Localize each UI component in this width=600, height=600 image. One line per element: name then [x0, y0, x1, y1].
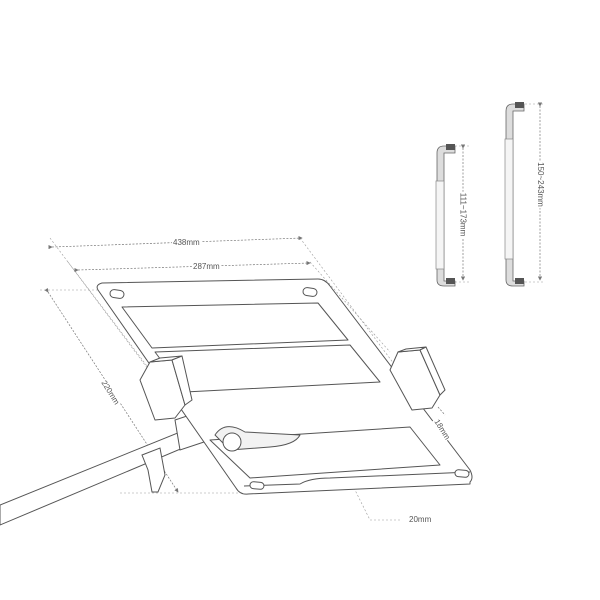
short-rod: [435, 144, 456, 287]
overall-width-label: 438mm: [172, 238, 201, 247]
tray-body: [96, 278, 473, 495]
lip-height-label: 20mm: [408, 515, 433, 524]
support-arm: [0, 409, 211, 526]
long-rod-range-label: 150~243mm: [535, 161, 545, 208]
left-clamp: [139, 355, 193, 421]
right-clamp: [389, 346, 446, 411]
long-rod: [504, 102, 525, 287]
short-rod-range-label: 111~173mm: [458, 191, 468, 238]
inner-width-label: 287mm: [192, 262, 221, 271]
